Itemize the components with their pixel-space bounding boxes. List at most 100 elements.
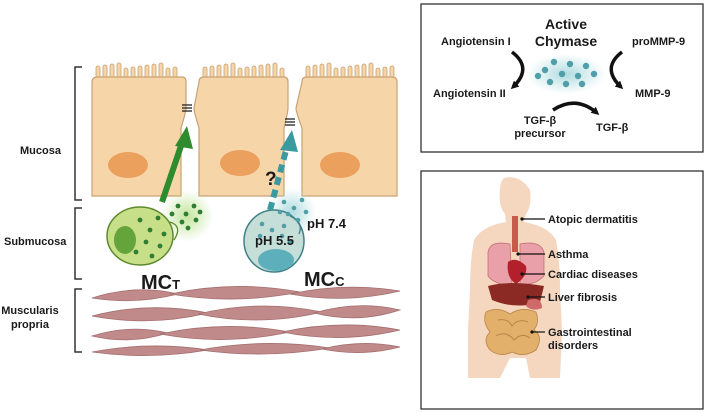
granule [185,225,191,231]
mucosa-bracket [74,66,82,201]
granule [149,253,155,259]
granule [143,239,149,245]
tgfb-conversion-arrow [552,101,600,115]
granule [137,217,143,223]
chymase-granules [534,58,598,88]
mcc-label: MCC [304,269,345,291]
granule [257,233,263,239]
mcc-nucleus [258,249,294,271]
granule [133,249,139,255]
granule [155,215,161,221]
submucosa-label: Submucosa [4,236,67,248]
muscularis-label-line2: propria [11,319,50,331]
chymase-title-line2: Chymase [535,33,597,49]
mucosa-label: Mucosa [20,145,62,157]
stomach [526,299,542,310]
granule [147,227,153,233]
mmp9-conversion-arrow [609,50,624,90]
disease-panel: Atopic dermatitis Asthma Cardiac disease… [420,170,704,410]
prommp9-label: proMMP-9 [632,36,685,48]
mct-membrane-opening [169,221,179,241]
granule [287,239,293,245]
granule [175,203,181,209]
layer-brackets [74,66,82,353]
callout-lines [518,218,545,333]
granule [541,66,549,74]
granule [157,243,163,249]
chymase-title-line1: Active [545,16,587,32]
epithelium [91,62,398,197]
tgfb-label: TGF-β [596,122,629,134]
ph-outside-label: pH 7.4 [307,216,347,231]
angiotensin-i-label: Angiotensin I [441,36,511,48]
mct-label: MCT [141,272,180,294]
granule [169,211,175,217]
granule [191,203,197,209]
granule [534,72,542,80]
granule [574,72,582,80]
mct-migration-arrow [159,126,193,203]
tight-junction-1 [182,104,192,112]
cardiac-diseases-label: Cardiac diseases [548,269,638,281]
mcc-mast-cell [243,188,316,273]
granule [562,80,570,88]
granule [550,58,558,66]
granule [279,233,285,239]
granule [197,209,203,215]
mcc-membrane-opening [289,215,301,235]
nucleus-2 [220,150,260,176]
granule [179,219,185,225]
callout-dots [516,217,534,334]
granule [291,205,297,211]
granule [566,60,574,68]
granule [281,199,287,205]
heart [507,259,527,284]
angiotensin-conversion-arrow [510,50,525,90]
muscle-layer [90,286,402,356]
granule [299,197,305,203]
granule [277,209,283,215]
chymase-panel: Active Chymase Angiotensin I Angiotensin… [420,3,704,153]
tgfb-precursor-label-line2: precursor [514,128,566,140]
mct-mast-cell [106,190,213,266]
granule [161,231,167,237]
muscularis-label-line1: Muscularis [1,305,58,317]
tgfb-precursor-label-line1: TGF-β [524,115,557,127]
muscularis-bracket [74,288,82,353]
atopic-dermatitis-label: Atopic dermatitis [548,214,638,226]
tissue-panel: Mucosa Submucosa Muscularis propria [1,62,402,356]
ph-inside-label: pH 5.5 [255,233,294,248]
granule [558,70,566,78]
gi-disorders-label-line2: disorders [548,340,598,352]
granule [578,80,586,88]
granule [183,211,189,217]
intestines [484,309,540,355]
right-lung [519,242,545,285]
granule [281,223,287,229]
angiotensin-ii-label: Angiotensin II [433,88,506,100]
mct-granules [133,203,203,259]
granule [295,217,301,223]
granule [259,221,265,227]
granule [546,78,554,86]
asthma-label: Asthma [548,249,589,261]
granule [193,217,199,223]
tight-junction-2 [285,118,295,126]
granule [285,211,291,217]
granule [582,62,590,70]
mct-nucleus [114,226,136,254]
granule [269,227,275,233]
mcc-granules [257,197,309,245]
granule [303,209,309,215]
nucleus-1 [108,152,148,178]
epithelial-cell-3 [295,76,398,197]
gi-disorders-label-line1: Gastrointestinal [548,327,632,339]
liver-fibrosis-label: Liver fibrosis [548,292,617,304]
mcc-migration-arrow [267,130,298,211]
unknown-pathway-mark: ? [265,169,277,190]
disease-panel-frame [420,170,704,410]
submucosa-bracket [74,207,82,280]
mmp9-label: MMP-9 [635,88,670,100]
nucleus-3 [320,152,360,178]
